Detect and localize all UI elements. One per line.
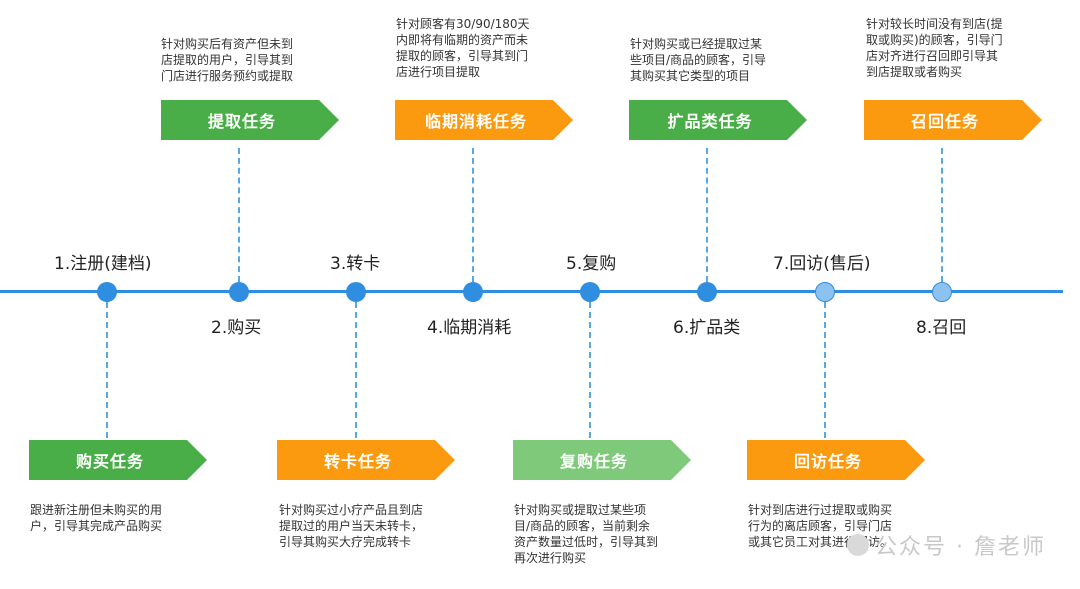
desc-repurchase: 针对购买或提取过某些项 目/商品的顾客，当前剩余 资产数量过低时，引导其到 再次… (514, 503, 659, 565)
task-recall: 召回任务 (864, 100, 1042, 140)
task-revisit: 回访任务 (747, 440, 925, 480)
task-card-transfer: 转卡任务 (277, 440, 455, 480)
desc-pickup: 针对购买后有资产但未到 店提取的用户，引导其到 门店进行服务预约或提取 (161, 37, 294, 83)
desc-category: 针对购买或已经提取过某 些项目/商品的顾客，引导 其购买其它类型的项目 (630, 37, 767, 83)
task-purchase: 购买任务 (29, 440, 207, 480)
task-category: 扩品类任务 (629, 100, 807, 140)
connector-pickup (238, 148, 240, 282)
desc-card-transfer: 针对购买过小疗产品且到店 提取过的用户当天未转卡， 引导其购买大疗完成转卡 (279, 503, 424, 549)
stage-label-purchase: 2.购买 (211, 318, 262, 338)
desc-recall: 针对较长时间没有到店(提 取或购买)的顾客，引导门 店对齐进行召回即引导其 到店… (866, 17, 1003, 79)
stage-dot-revisit (815, 282, 835, 302)
stage-dot-repurchase (580, 282, 600, 302)
stage-dot-expiring (463, 282, 483, 302)
desc-expiring: 针对顾客有30/90/180天 内即将有临期的资产而未 提取的顾客，引导其到门 … (396, 17, 530, 79)
connector-expiring (472, 148, 474, 282)
task-card-transfer-label: 转卡任务 (323, 452, 392, 471)
task-repurchase-label: 复购任务 (559, 452, 628, 471)
connector-purchase (106, 302, 108, 438)
task-pickup-label: 提取任务 (207, 112, 276, 131)
stage-label-register: 1.注册(建档) (54, 254, 152, 274)
stage-label-category: 6.扩品类 (673, 318, 741, 338)
stage-label-expiring: 4.临期消耗 (427, 318, 512, 338)
watermark: 公众号 · 詹老师 (847, 529, 1046, 561)
stage-label-revisit: 7.回访(售后) (773, 254, 871, 274)
watermark-text: 公众号 · 詹老师 (875, 535, 1046, 560)
task-category-label: 扩品类任务 (667, 112, 753, 131)
task-repurchase: 复购任务 (513, 440, 691, 480)
connector-recall (941, 148, 943, 282)
task-pickup: 提取任务 (161, 100, 339, 140)
connector-revisit (824, 302, 826, 438)
stage-label-recall: 8.召回 (916, 318, 967, 338)
timeline-axis (0, 290, 1063, 293)
desc-purchase: 跟进新注册但未购买的用 户，引导其完成产品购买 (30, 503, 163, 533)
stage-dot-recall (932, 282, 952, 302)
task-revisit-label: 回访任务 (793, 452, 862, 471)
wechat-icon (847, 534, 870, 556)
stage-dot-card-transfer (346, 282, 366, 302)
task-purchase-label: 购买任务 (75, 452, 144, 471)
stage-dot-purchase (229, 282, 249, 302)
task-expiring: 临期消耗任务 (395, 100, 573, 140)
task-expiring-label: 临期消耗任务 (424, 112, 527, 131)
stage-label-card-transfer: 3.转卡 (330, 254, 381, 274)
stage-dot-register (97, 282, 117, 302)
stage-label-repurchase: 5.复购 (566, 254, 617, 274)
connector-card-transfer (355, 302, 357, 438)
connector-repurchase (589, 302, 591, 438)
stage-dot-category (697, 282, 717, 302)
task-recall-label: 召回任务 (910, 112, 979, 131)
connector-category (706, 148, 708, 282)
